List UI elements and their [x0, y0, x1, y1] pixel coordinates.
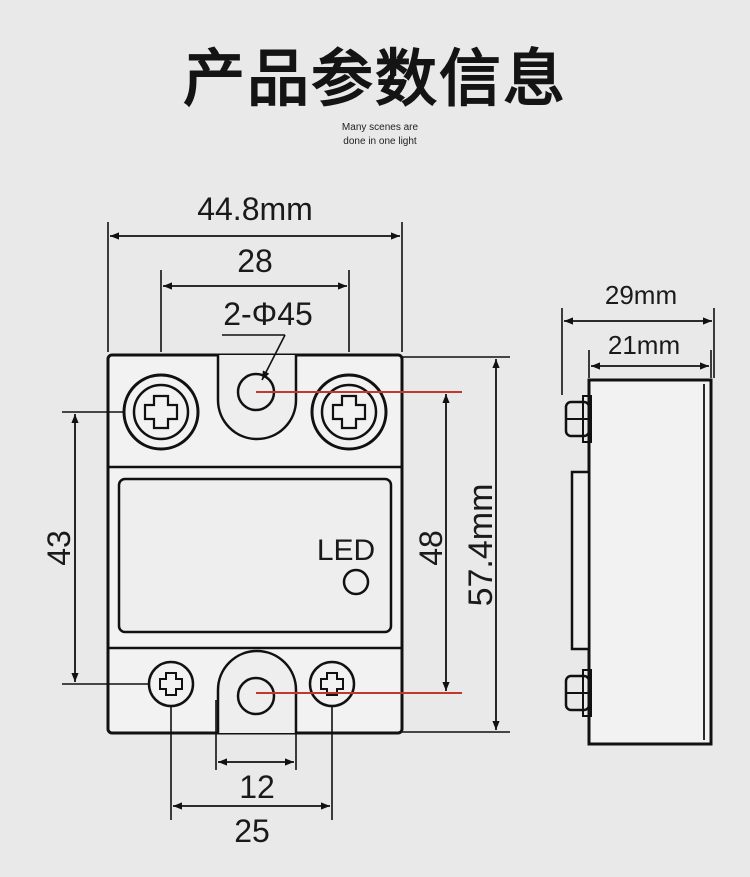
label-hole-spec: 2-Φ45	[223, 296, 313, 332]
screw-top-right	[310, 373, 388, 451]
side-extension-lines	[561, 308, 715, 395]
subtitle-line-2: done in one light	[343, 136, 417, 147]
side-body	[587, 378, 713, 746]
label-overall-depth: 29mm	[605, 280, 677, 310]
front-view	[106, 353, 404, 735]
top-mount-slot	[216, 355, 298, 441]
subtitle-line-1: Many scenes are	[341, 122, 419, 133]
label-hole-bottom: 12	[239, 769, 275, 805]
dimension-texts: 44.8mm 28 2-Φ45 43 48 57.4mm LED 12 25	[41, 191, 500, 849]
side-dimension-lines	[564, 317, 712, 370]
red-guides	[256, 391, 462, 694]
screw-cross-icon	[320, 672, 344, 696]
page-subtitle: Many scenes are done in one light	[0, 121, 750, 149]
side-terminal-bottom	[564, 669, 592, 717]
label-screw-top: 28	[237, 243, 273, 279]
screw-cross-icon	[143, 394, 179, 430]
page-title: 产品参数信息	[182, 42, 567, 115]
side-view	[564, 378, 713, 746]
label-overall-height: 57.4mm	[462, 484, 500, 607]
bottom-mount-hole	[236, 676, 276, 716]
side-terminal-top	[564, 395, 592, 443]
side-dimension-texts: 29mm 21mm	[605, 280, 680, 360]
label-led: LED	[317, 534, 375, 567]
label-body-depth: 21mm	[608, 330, 680, 360]
side-center-plate	[570, 470, 591, 651]
label-window	[117, 477, 393, 634]
label-mount-height: 48	[413, 530, 449, 566]
label-height-left: 43	[41, 530, 77, 566]
screw-cross-icon	[331, 394, 367, 430]
screw-cross-icon	[159, 672, 183, 696]
dimension-lines	[71, 232, 500, 810]
led-indicator-icon	[342, 568, 370, 596]
label-overall-width: 44.8mm	[197, 191, 313, 227]
extension-lines	[62, 222, 510, 820]
label-screw-bottom: 25	[234, 813, 270, 849]
